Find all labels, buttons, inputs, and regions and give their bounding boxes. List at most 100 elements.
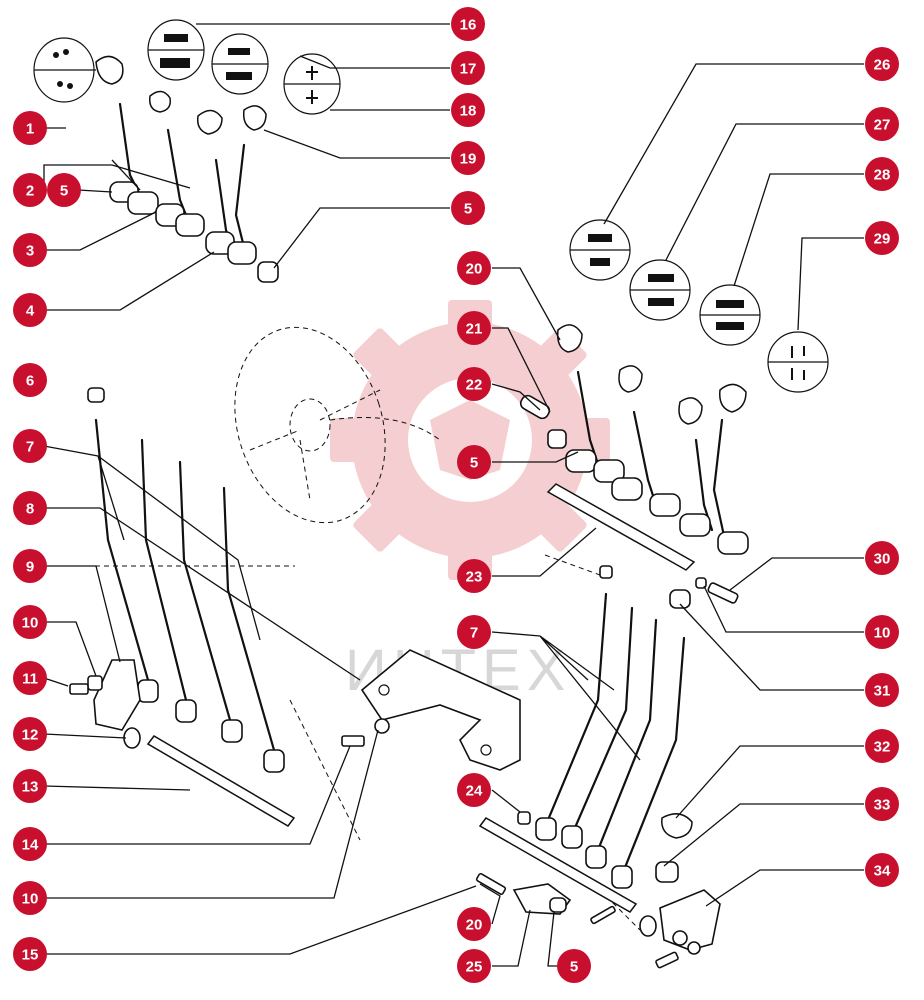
callout-7: 7 [13,429,47,463]
callout-marker [457,907,491,941]
callout-label: 3 [26,243,34,260]
callout-26: 26 [865,47,899,81]
callout-marker [13,363,47,397]
bracket-34 [659,889,721,951]
pattern-symbol-1 [33,37,96,103]
callout-marker [865,615,899,649]
callout-11: 11 [13,661,47,695]
callout-label: 8 [26,501,34,518]
bolt-14 [341,735,365,747]
callout-15: 15 [13,937,47,971]
right-shift-group [519,219,829,609]
bracket-9 [93,659,141,731]
callout-marker [457,559,491,593]
callout-label: 30 [874,551,891,568]
callout-9: 9 [13,549,47,583]
callout-marker [13,605,47,639]
callout-label: 4 [26,303,35,320]
washer-10-center [374,718,390,734]
callout-marker [457,445,491,479]
callout-label: 19 [460,151,477,168]
callout-label: 11 [22,671,38,688]
top-left-shift-group [33,19,341,283]
callout-10: 10 [865,615,899,649]
callout-marker [865,853,899,887]
pattern-symbol-17 [211,33,269,95]
knob-27 [618,365,643,393]
pattern-symbol-27 [629,259,691,321]
callout-marker [457,949,491,983]
knob-1 [95,55,124,85]
callout-12: 12 [13,717,47,751]
callout-label: 32 [874,739,891,756]
callout-13: 13 [13,769,47,803]
callout-label: 33 [874,797,891,814]
callout-marker [13,111,47,145]
callout-marker [13,827,47,861]
callout-10: 10 [13,605,47,639]
callout-marker [451,191,485,225]
callout-5: 5 [557,949,591,983]
callout-5: 5 [451,191,485,225]
callout-label: 17 [460,61,477,78]
callout-marker [13,429,47,463]
lower-right-rod-group [475,592,721,969]
callout-33: 33 [865,787,899,821]
callout-marker [13,549,47,583]
guide-lines [95,554,641,931]
washer-10-right [695,577,707,589]
callout-marker [13,293,47,327]
callout-label: 5 [470,455,478,472]
callout-marker [457,311,491,345]
callout-label: 23 [466,569,483,586]
callout-21: 21 [457,311,491,345]
callout-marker [865,107,899,141]
callout-label: 26 [874,57,891,74]
center-bracket-8 [341,649,521,771]
callout-label: 24 [466,783,483,800]
pattern-symbol-26 [569,219,631,281]
callout-marker [13,491,47,525]
callout-20: 20 [457,907,491,941]
callout-label: 22 [466,377,483,394]
callout-marker [557,949,591,983]
knob-4 [242,105,267,131]
knob-2 [148,90,172,113]
callout-marker [13,769,47,803]
callout-label: 18 [460,103,477,120]
callout-31: 31 [865,673,899,707]
callout-marker [451,141,485,175]
washer-12 [123,727,141,749]
callout-label: 2 [26,183,34,200]
callout-32: 32 [865,729,899,763]
washer-10-left [87,675,103,691]
steering-wheel [234,326,441,524]
knob-29 [719,383,747,413]
callout-marker [451,7,485,41]
callout-28: 28 [865,157,899,191]
callout-5: 5 [457,445,491,479]
pin-bottom [590,905,616,925]
callout-marker [457,251,491,285]
callout-marker [13,881,47,915]
callout-marker [451,51,485,85]
callout-marker [47,173,81,207]
callout-30: 30 [865,541,899,575]
pivot-bushings-right [519,394,749,555]
knob-28 [678,397,703,425]
callout-label: 5 [570,959,578,976]
callout-label: 31 [874,683,891,700]
rod-7-e [544,592,608,832]
callout-label: 25 [466,959,483,976]
callout-label: 5 [464,201,472,218]
callout-label: 27 [874,117,891,134]
pattern-symbol-18 [283,53,341,115]
shaft-33 [478,817,638,913]
lower-left-rod-group [69,387,296,827]
callout-marker [457,615,491,649]
knob-20 [556,324,583,353]
callout-25: 25 [457,949,491,983]
callout-label: 9 [26,559,34,576]
